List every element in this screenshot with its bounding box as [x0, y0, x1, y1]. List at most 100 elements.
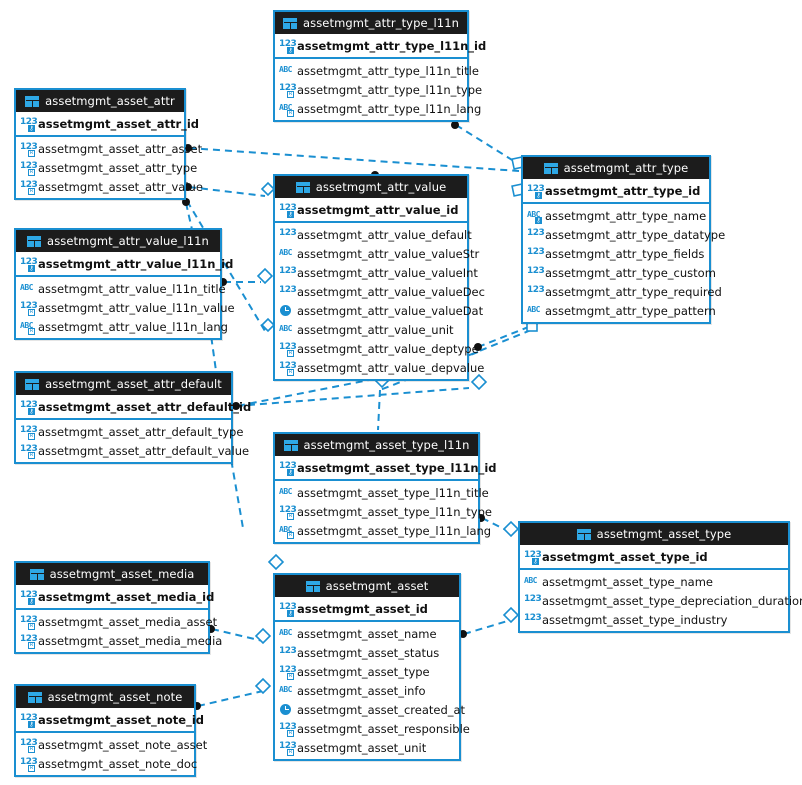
entity-header-asset_note[interactable]: assetmgmt_asset_note [16, 686, 194, 708]
column-label: assetmgmt_attr_type_id [545, 183, 701, 198]
entity-header-asset_media[interactable]: assetmgmt_asset_media [16, 563, 208, 585]
column-label: assetmgmt_attr_value_l11n_id [38, 256, 234, 271]
integer-icon: 123 [527, 284, 545, 295]
edge-asset_attr-type-to-attr_type [188, 147, 520, 172]
primary-key-row[interactable]: 123⚷assetmgmt_attr_value_id [275, 198, 467, 223]
entity-asset_type_l11n[interactable]: assetmgmt_asset_type_l11n 123⚷assetmgmt_a… [273, 432, 497, 544]
primary-key-row[interactable]: 123⚷assetmgmt_attr_type_l11n_id [275, 34, 486, 59]
table-grid-icon [25, 378, 41, 391]
entity-header-asset_type[interactable]: assetmgmt_asset_type [520, 523, 788, 545]
entity-header-attr_type[interactable]: assetmgmt_attr_type [523, 157, 709, 179]
column-label: assetmgmt_asset_attr_type [38, 160, 198, 175]
primary-key-row[interactable]: 123⚷assetmgmt_asset_note_id [16, 708, 204, 733]
entity-header-attr_value_l11n[interactable]: assetmgmt_attr_value_l11n [16, 230, 220, 252]
entity-header-asset_type_l11n[interactable]: assetmgmt_asset_type_l11n [275, 434, 478, 456]
column-row[interactable]: assetmgmt_attr_value_valueDat [275, 301, 483, 320]
entity-header-asset_attr[interactable]: assetmgmt_asset_attr [16, 90, 184, 112]
primary-key-row[interactable]: 123⚷assetmgmt_asset_type_id [520, 545, 788, 570]
column-row[interactable]: assetmgmt_asset_created_at [275, 700, 465, 719]
integer-primary-key-icon: 123⚷ [20, 116, 38, 132]
primary-key-row[interactable]: 123⚷assetmgmt_attr_value_l11n_id [16, 252, 233, 277]
entity-header-asset[interactable]: assetmgmt_asset [275, 575, 459, 597]
entity-header-asset_attr_default[interactable]: assetmgmt_asset_attr_default [16, 373, 231, 395]
string-icon: ABC [524, 575, 537, 585]
entity-name: assetmgmt_asset_type_l11n [303, 438, 470, 452]
table-grid-icon [25, 95, 41, 108]
entity-header-attr_value[interactable]: assetmgmt_attr_value [275, 176, 467, 198]
primary-key-row[interactable]: 123⚷assetmgmt_asset_media_id [16, 585, 214, 610]
primary-key-row[interactable]: 123⚷assetmgmt_asset_attr_default_id [16, 395, 251, 420]
column-row[interactable]: ABC⚷assetmgmt_attr_type_name [523, 206, 709, 225]
integer-primary-key-icon: 123⚷ [20, 589, 38, 605]
primary-key-row[interactable]: 123⚷assetmgmt_asset_attr_id [16, 112, 199, 137]
column-label: assetmgmt_asset_media_asset [38, 614, 218, 629]
primary-key-row[interactable]: 123⚷assetmgmt_asset_type_l11n_id [275, 456, 497, 481]
string-icon: ABC [527, 304, 540, 314]
column-label: assetmgmt_attr_value_valueDec [297, 284, 485, 299]
primary-key-row[interactable]: 123⚷assetmgmt_asset_id [275, 597, 459, 622]
primary-key-row[interactable]: 123⚷assetmgmt_attr_type_id [523, 179, 709, 204]
column-label: assetmgmt_attr_value_l11n_lang [38, 319, 228, 334]
entity-header-attr_type_l11n[interactable]: assetmgmt_attr_type_l11n [275, 12, 467, 34]
